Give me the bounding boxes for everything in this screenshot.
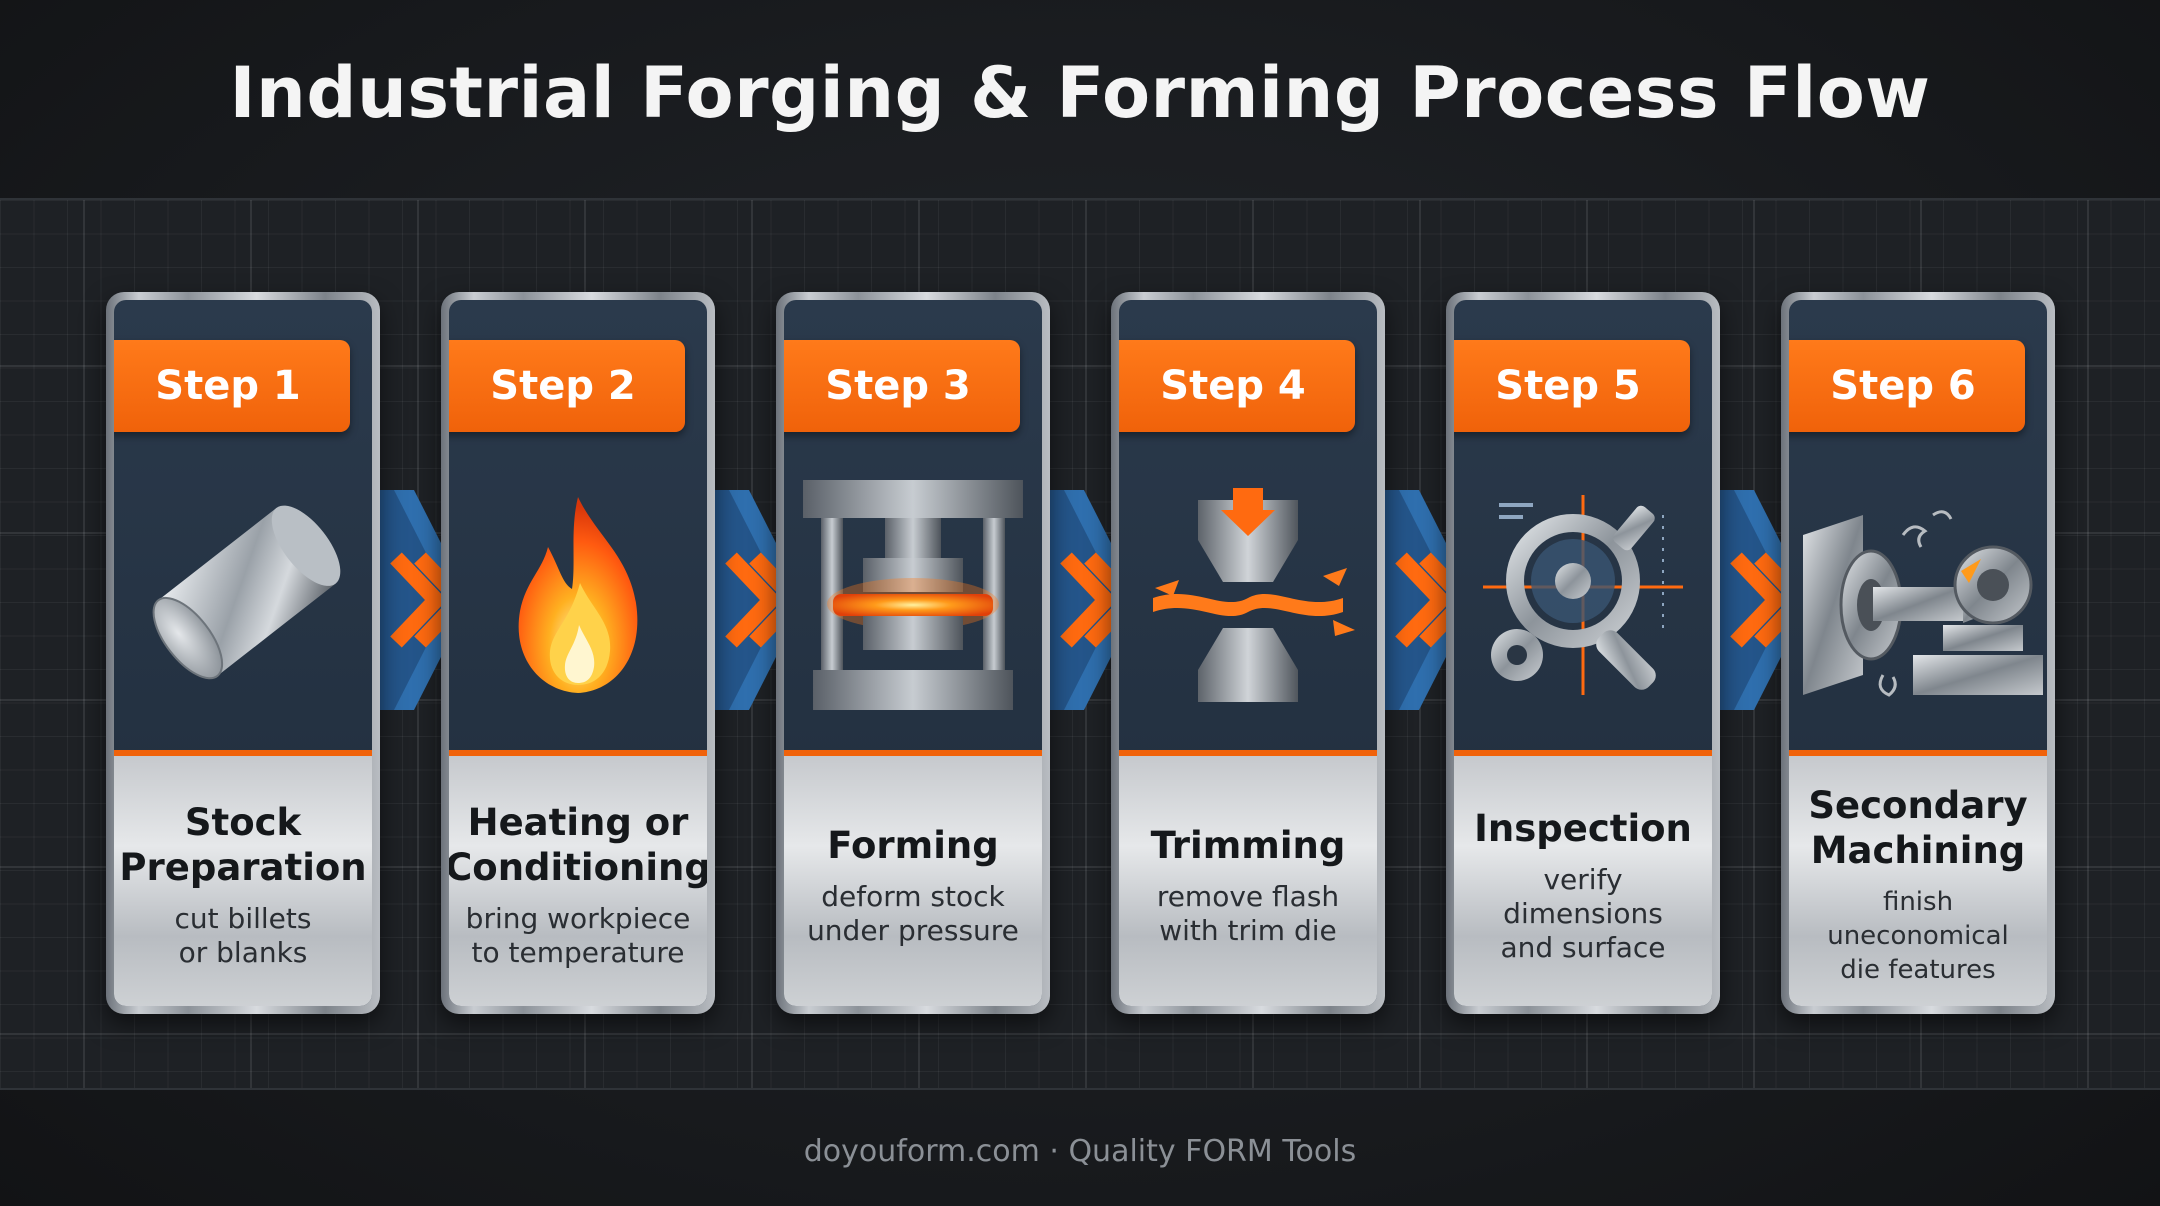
step-title: Secondary Machining xyxy=(1808,784,2028,872)
step-card-1: Step 1 xyxy=(106,292,380,1014)
step-description: remove flash with trim die xyxy=(1156,879,1340,947)
metal-billet-icon xyxy=(152,505,341,680)
step-card-6: Step 6 xyxy=(1781,292,2055,1014)
page-title: Industrial Forging & Forming Process Flo… xyxy=(229,52,1931,134)
step-badge: Step 5 xyxy=(1454,340,1690,432)
step-description: bring workpiece to temperature xyxy=(465,902,691,969)
step-title: Heating or Conditioning xyxy=(449,801,707,889)
step-title: Forming xyxy=(827,823,999,867)
step-card-5: Step 5 xyxy=(1446,292,1720,1014)
flame-icon xyxy=(518,497,638,693)
chevron-arrow-icon xyxy=(1379,490,1475,710)
trim-die-icon xyxy=(1153,488,1355,702)
step-description: cut billets or blanks xyxy=(174,902,312,969)
step-badge: Step 1 xyxy=(114,340,350,432)
step-description: finish uneconomical die features xyxy=(1827,887,2009,985)
magnifier-gauge-icon xyxy=(1483,495,1683,695)
step-badge: Step 4 xyxy=(1119,340,1355,432)
step-title: Trimming xyxy=(1150,823,1346,867)
lathe-machining-icon xyxy=(1803,510,2043,697)
step-badge: Step 3 xyxy=(784,340,1020,432)
chevron-arrow-icon xyxy=(709,490,805,710)
step-card-4: Step 4 xyxy=(1111,292,1385,1014)
step-title: Inspection xyxy=(1474,806,1692,850)
step-badge: Step 2 xyxy=(449,340,685,432)
step-description: deform stock under pressure xyxy=(807,879,1019,947)
forging-press-icon xyxy=(803,480,1023,710)
step-card-3: Step 3 xyxy=(776,292,1050,1014)
footer-credit: doyouform.com · Quality FORM Tools xyxy=(803,1134,1357,1169)
step-card-2: Step 2 Heating or Conditioning bri xyxy=(441,292,715,1014)
step-description: verify dimensions and surface xyxy=(1500,862,1666,964)
step-badge: Step 6 xyxy=(1789,340,2025,432)
step-title: Stock Preparation xyxy=(119,801,367,889)
